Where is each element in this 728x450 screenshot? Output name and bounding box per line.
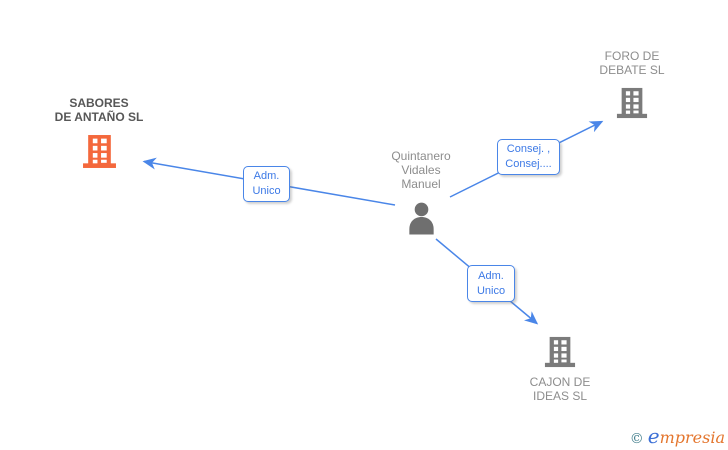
person-icon <box>408 202 434 235</box>
company-node-foro[interactable]: FORO DE DEBATE SL <box>562 49 702 119</box>
copyright-icon: © <box>629 431 644 447</box>
person-name-line: Vidales <box>401 163 441 177</box>
company-node-cajon[interactable]: CAJON DE IDEAS SL <box>490 336 630 403</box>
relationship-label-consej-foro: Consej. , Consej.... <box>497 139 560 175</box>
relationship-label-line: Adm. <box>478 269 504 282</box>
building-icon <box>616 87 648 119</box>
company-name-line: SABORES <box>69 96 129 110</box>
empresia-logo: © e mpresia <box>629 424 725 448</box>
person-name-line: Manuel <box>401 177 441 191</box>
company-name-line: DE ANTAÑO SL <box>54 110 144 124</box>
building-icon <box>544 336 576 368</box>
brand-name: mpresia <box>659 428 725 447</box>
person-name-line: Quintanero <box>391 149 451 163</box>
relationship-label-adm-unico-sabores: Adm. Unico <box>243 166 290 202</box>
company-node-sabores[interactable]: SABORES DE ANTAÑO SL <box>29 96 169 169</box>
relationship-label-line: Consej. , <box>506 143 551 155</box>
brand-initial: e <box>647 424 660 448</box>
person-node-quintanero[interactable]: Quintanero Vidales Manuel <box>351 149 491 235</box>
relationship-label-adm-unico-cajon: Adm. Unico <box>467 265 515 302</box>
relationship-label-line: Consej.... <box>505 158 552 170</box>
relationship-label-line: Unico <box>476 284 506 297</box>
company-name-line: DEBATE SL <box>599 63 665 77</box>
relationship-label-line: Unico <box>252 185 281 197</box>
company-name-line: IDEAS SL <box>532 389 588 403</box>
company-name-line: FORO DE <box>604 49 660 63</box>
company-name-line: CAJON DE <box>529 375 591 389</box>
building-icon <box>82 135 116 168</box>
relationship-label-line: Adm. <box>253 170 280 182</box>
